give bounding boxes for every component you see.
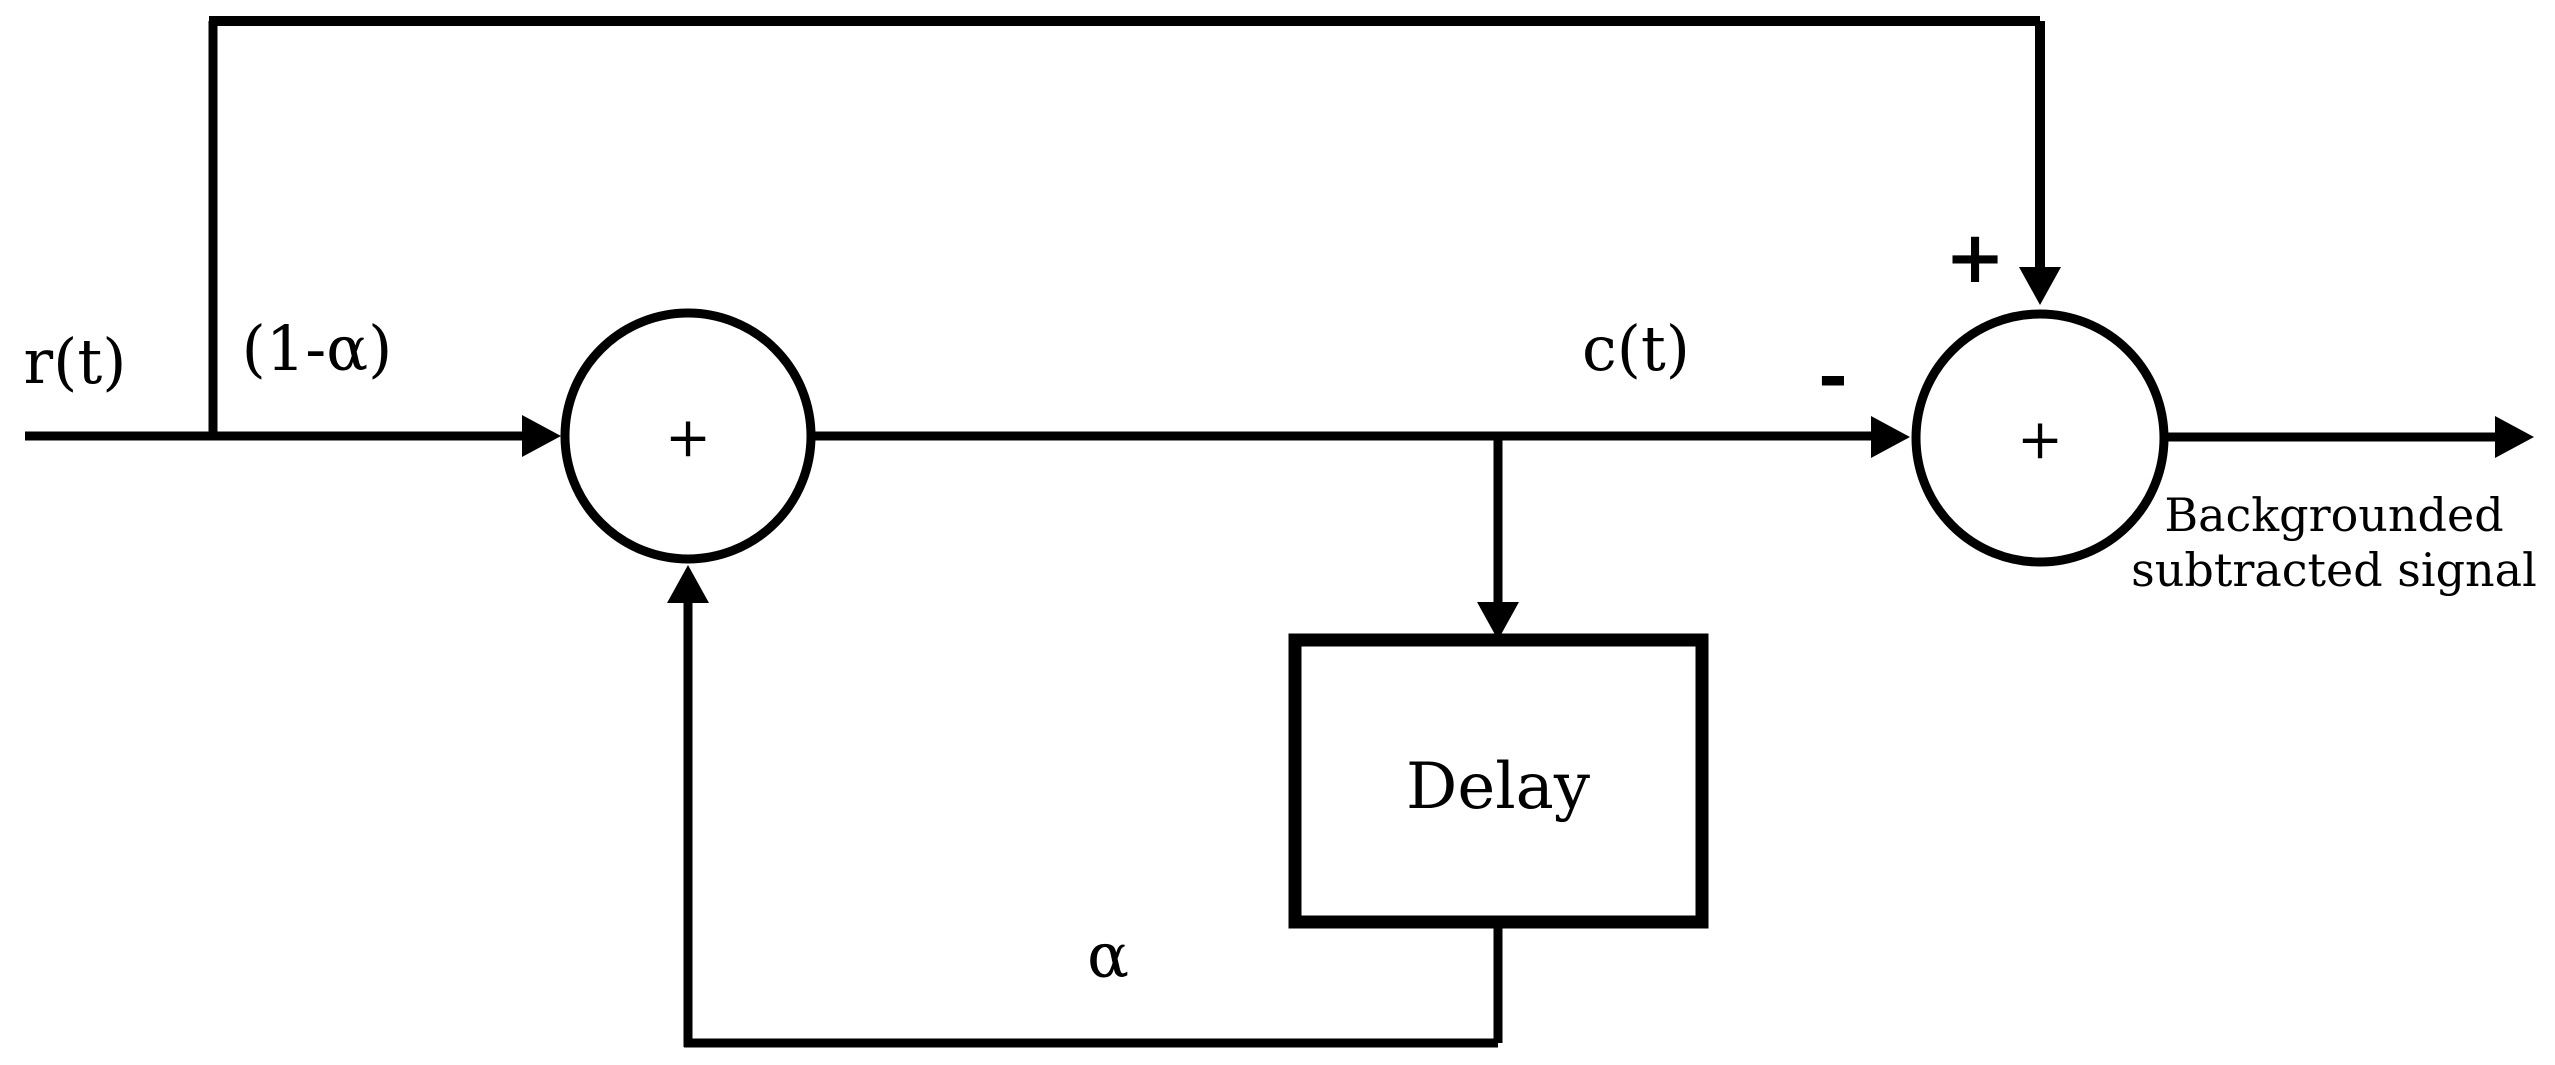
arrowhead-into-summer2-left [1871, 416, 1910, 458]
arrowhead-into-summer1-bottom [667, 565, 709, 603]
input-signal-label: r(t) [24, 325, 127, 398]
summer2-circle [1911, 309, 2169, 567]
summer2-minus-sign: - [1818, 332, 1848, 417]
arrowhead-into-delay [1477, 602, 1519, 640]
output-label-line2: subtracted signal [2131, 543, 2537, 597]
arrowhead-into-summer1-left [522, 415, 561, 457]
delay-block [1288, 633, 1709, 929]
arrowhead-into-summer2-top [2019, 267, 2061, 305]
feedback-gain-label: α [1087, 919, 1129, 992]
summer2-plus-symbol: + [2017, 407, 2063, 471]
summer1-plus-symbol: + [665, 405, 711, 469]
summer2-plus-sign: + [1945, 214, 2005, 299]
summer1-circle [560, 308, 816, 564]
output-label-line1: Backgrounded [2164, 488, 2503, 542]
intermediate-signal-label: c(t) [1582, 312, 1690, 385]
delay-block-label: Delay [1406, 750, 1590, 824]
arrowhead-output [2495, 416, 2534, 458]
input-gain-label: (1-α) [242, 312, 393, 385]
